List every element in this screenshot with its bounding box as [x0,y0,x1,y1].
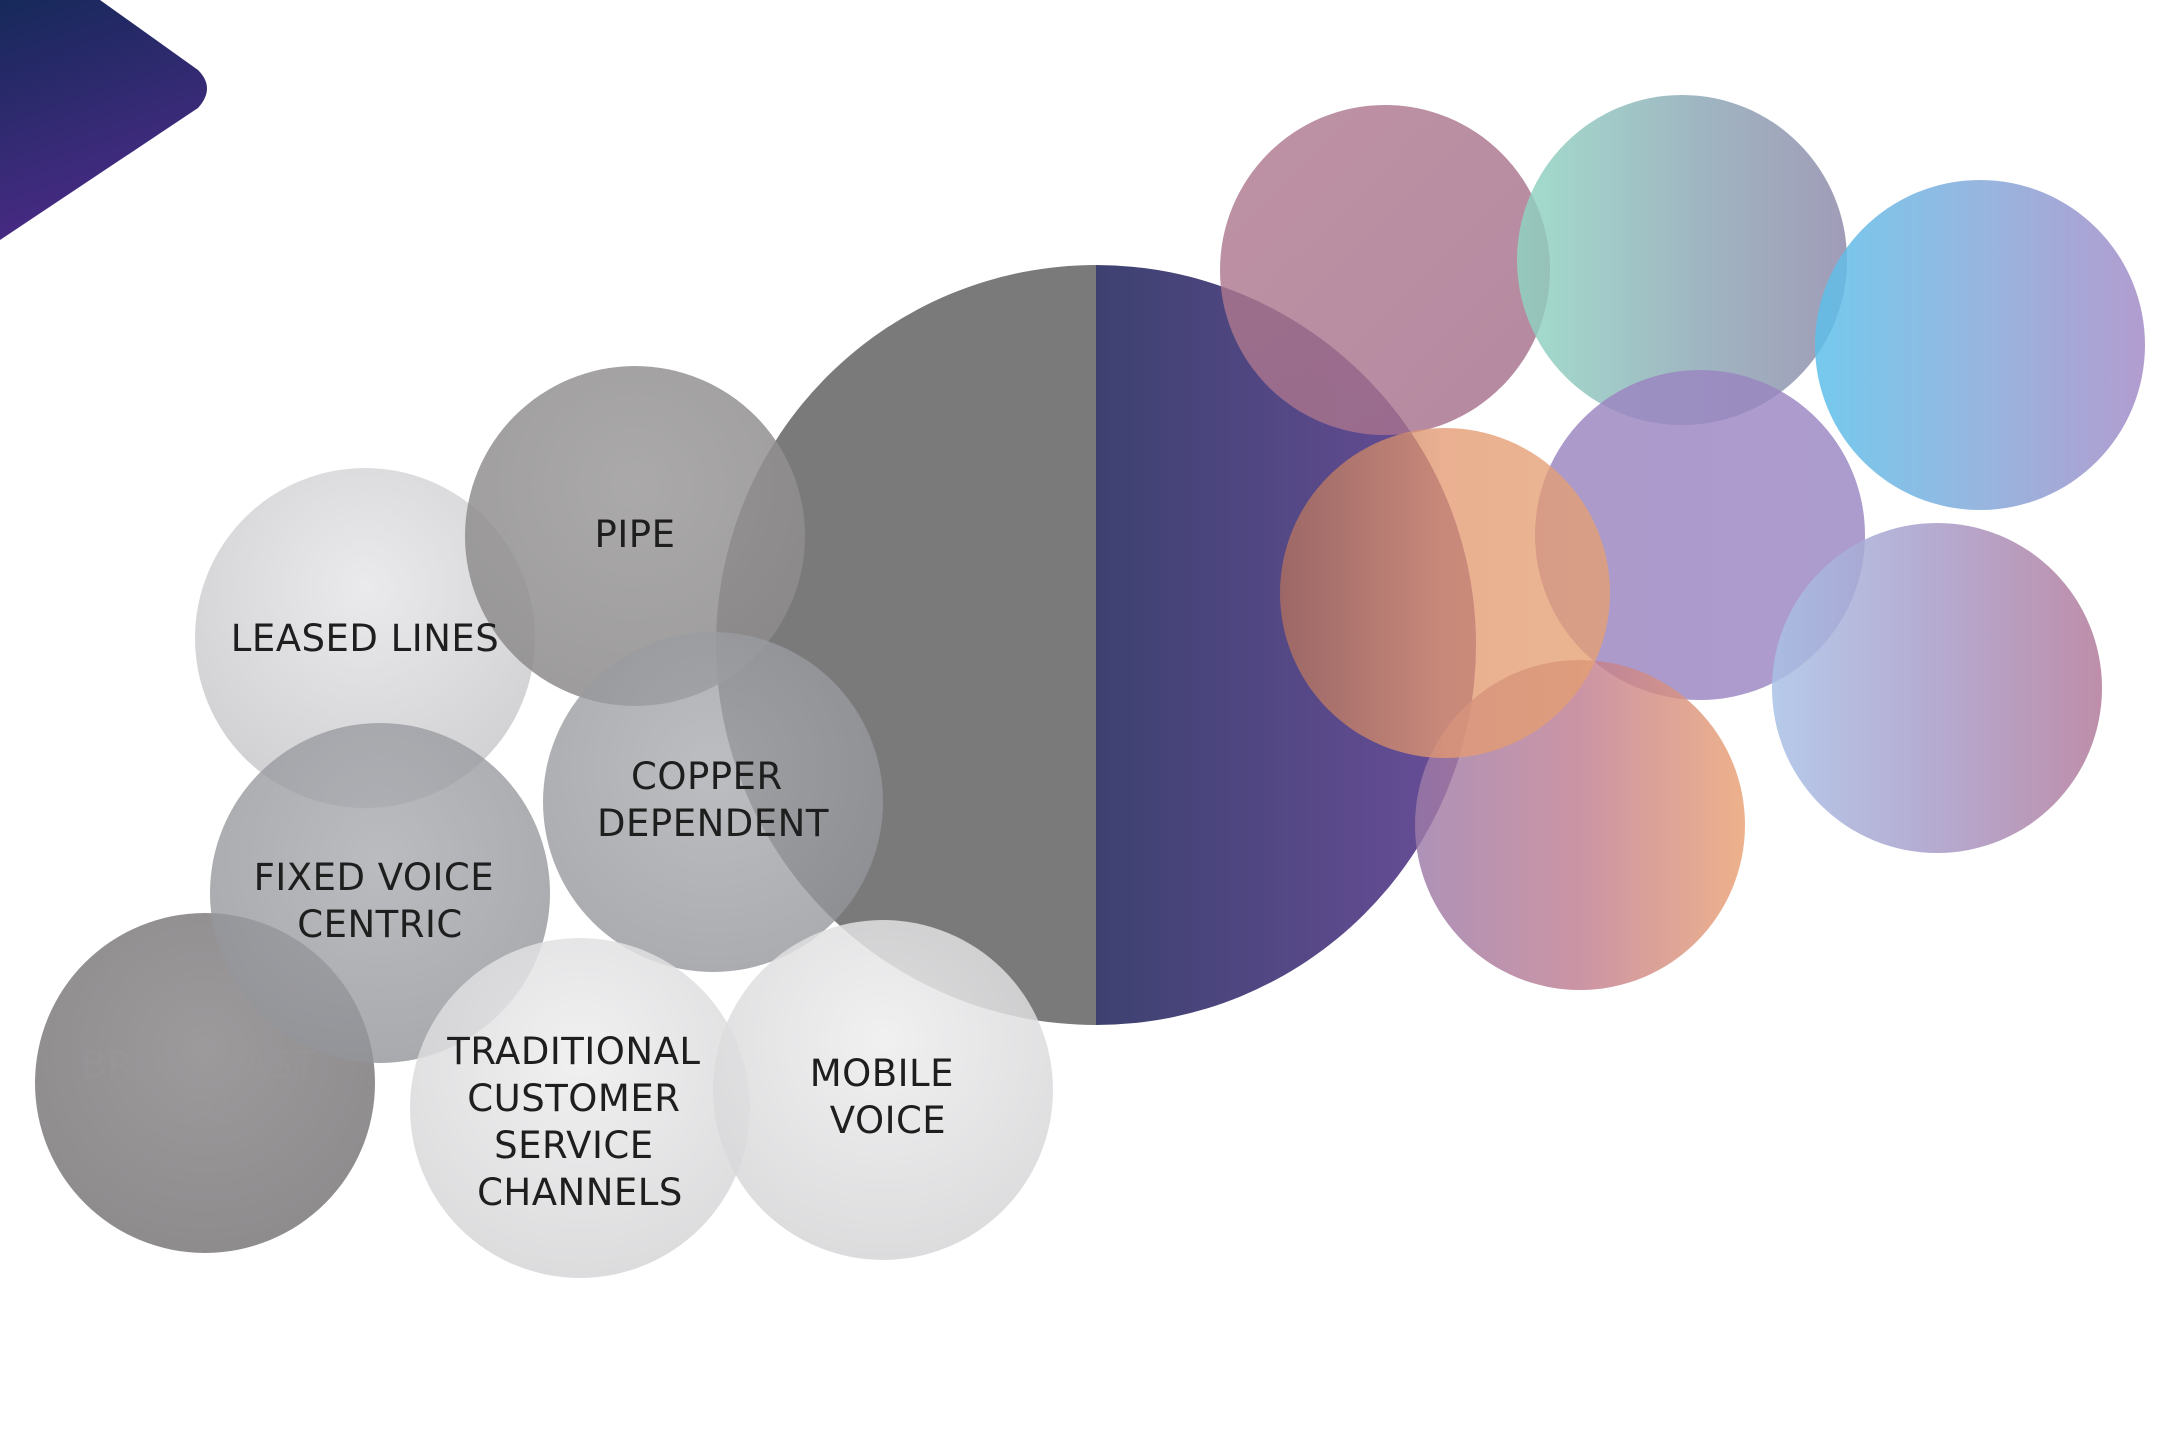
bubble-traditional-customer-service-channels [410,938,750,1278]
label-fixed-voice-centric: FIXED VOICE CENTRIC [254,856,507,946]
label-traditional-customer-service-channels: TRADITIONAL CUSTOMER SERVICE CHANNELS [446,1030,713,1214]
label-leased-lines: LEASED LINES [231,617,500,660]
bubble-labels: LEASED LINES PIPE COPPER DEPENDENT FIXED… [81,513,967,1214]
bubble-fixed-voice-centric [210,723,550,1063]
bubble-teal [1517,95,1847,425]
bubble-pipe [465,366,805,706]
bubble-lavender [1535,370,1865,700]
label-mobile-voice: MOBILE VOICE [810,1052,967,1142]
bubble-mauve [1220,105,1550,435]
bubble-mobile-voice [713,920,1053,1260]
legacy-bubble-cluster [35,366,1053,1278]
bubble-orange [1280,428,1610,758]
label-copper-dependent: COPPER DEPENDENT [597,755,829,845]
bubble-sky-blue [1815,180,2145,510]
bubble-copper-dependent [543,632,883,972]
bubble-pink-blue [1772,523,2102,853]
bubble-leased-lines [195,468,535,808]
future-bubble-cluster [1220,95,2145,990]
label-broadcast-tv: BROADCAST TV [81,1044,328,1134]
corner-arrow-shape [0,0,207,240]
label-pipe: PIPE [595,513,676,556]
